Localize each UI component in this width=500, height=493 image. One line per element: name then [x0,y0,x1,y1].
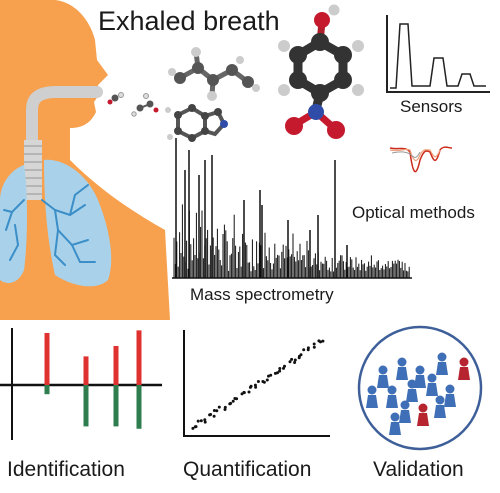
label-identification: Identification [7,458,125,481]
quantification-axes [183,330,330,437]
lungs-icon [0,159,112,287]
quantification-point [262,380,266,384]
quantification-point [302,348,306,352]
people-group-icon [357,325,483,451]
label-quantification: Quantification [183,458,312,481]
quantification-point [212,414,216,418]
person-icon [434,395,446,418]
molecule-icon [168,47,260,101]
quantification-point [278,367,282,370]
sensor-signal-icon [386,15,490,93]
quantification-point [256,380,260,383]
quantification-point [312,342,316,346]
quantification-point [293,361,297,364]
quantification-point [229,401,233,405]
label-mass-spectrometry: Mass spectrometry [190,285,334,304]
quantification-point [319,340,322,344]
quantification-point [212,409,216,412]
quantification-point [249,384,253,388]
person-icon [458,357,470,380]
quantification-point [269,373,273,377]
label-validation: Validation [373,458,464,481]
quantification-point [193,425,197,429]
quantification-point [312,345,316,349]
person-icon [436,352,448,375]
quantification-point [293,358,297,362]
small-molecule-icon [107,92,159,117]
person-icon [386,385,398,408]
human-silhouette-icon [0,0,170,320]
quantification-point [276,371,279,375]
indole-molecule-icon [165,104,228,142]
person-icon [396,357,408,380]
person-icon [377,365,389,388]
quantification-point [231,399,235,403]
quantification-point [254,385,258,389]
validation-circle [357,325,483,451]
quantification-point [306,346,310,350]
trachea-icon [24,86,103,200]
nitrophenol-molecule-icon [278,4,364,139]
quantification-point [278,369,282,373]
quantification-point [288,360,292,364]
scatter-plot-icon [183,330,330,437]
quantification-point [299,353,303,357]
title-exhaled-breath: Exhaled breath [98,6,280,36]
quantification-point [283,364,286,368]
quantification-point [247,390,251,394]
optical-spectrum-icon [389,146,453,173]
quantification-point [191,426,195,430]
person-icon [389,412,401,435]
person-icon [417,403,429,426]
label-optical-methods: Optical methods [352,203,475,222]
quantification-point [265,378,269,382]
quantification-point [242,391,246,395]
quantification-point [321,339,325,343]
quantification-point [223,405,227,409]
quantification-point [235,397,239,401]
person-icon [444,384,456,407]
quantification-point [209,413,213,416]
quantification-point [215,409,219,413]
quantification-point [203,418,207,422]
quantification-point [290,357,294,361]
quantification-point [196,419,200,423]
label-sensors: Sensors [400,97,463,116]
person-icon [414,365,426,388]
mass-spectrum-icon [172,138,412,279]
person-icon [406,379,418,402]
quantification-point [217,405,221,409]
person-icon [366,385,378,408]
person-icon [399,400,411,423]
identification-plot [0,328,162,440]
person-icon [426,373,438,396]
quantification-point [253,383,257,387]
quantification-point [203,420,207,424]
quantification-point [199,419,203,423]
